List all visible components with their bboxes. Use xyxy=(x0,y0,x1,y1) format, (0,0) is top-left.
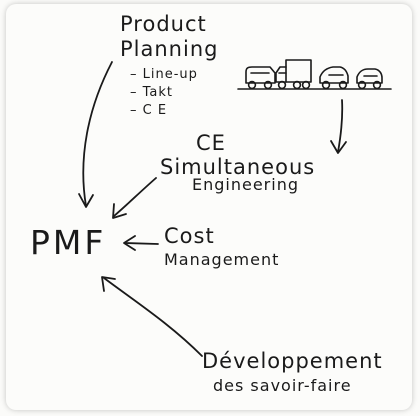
simultaneous-label: Simultaneous xyxy=(160,155,316,179)
arrow-product-planning xyxy=(78,61,113,208)
savoir-faire-label: des savoir-faire xyxy=(213,376,352,395)
product-planning-title-1: Product xyxy=(120,12,207,36)
cost-label: Cost xyxy=(164,224,215,248)
arrow-know-how xyxy=(101,276,203,357)
engineering-label: Engineering xyxy=(192,175,299,194)
management-label: Management xyxy=(164,250,280,269)
arrow-cost-management xyxy=(123,235,159,251)
paper-sheet xyxy=(6,4,412,410)
arrow-vehicles xyxy=(330,99,347,154)
compact-car-icon xyxy=(356,68,383,90)
bus-icon xyxy=(245,66,276,90)
product-planning-item-lineup: – Line-up xyxy=(130,67,198,82)
product-planning-item-takt: – Takt xyxy=(130,85,174,100)
truck-icon xyxy=(275,59,312,90)
arrow-simultaneous-engineering xyxy=(112,177,157,219)
developpement-label: Développement xyxy=(202,349,383,373)
ce-label: CE xyxy=(196,131,226,155)
product-planning-item-ce: – C E xyxy=(130,103,168,118)
car-icon xyxy=(319,66,349,90)
pmf-center-label: PMF xyxy=(30,223,107,262)
product-planning-title-2: Planning xyxy=(120,37,219,61)
